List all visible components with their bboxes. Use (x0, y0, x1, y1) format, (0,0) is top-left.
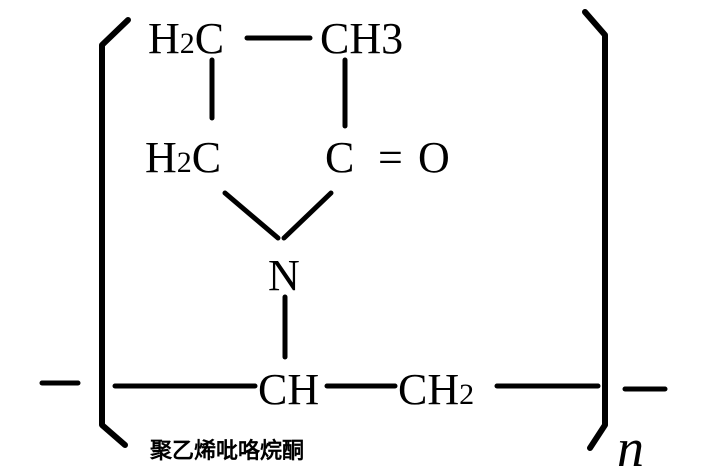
atom-nitrogen: N (268, 251, 300, 300)
atom-backbone-ch: CH (258, 365, 319, 414)
atom-backbone-ch2: CH2 (398, 365, 474, 414)
atom-h2c-left: H2C (145, 133, 221, 182)
bond-ring-lower-left (222, 190, 281, 241)
double-bond-sign: = (378, 133, 403, 182)
atom-carbonyl-c: C (325, 133, 354, 182)
atom-oxygen: O (418, 133, 450, 182)
bond-ring-lower-right (281, 190, 334, 241)
compound-name-caption: 聚乙烯吡咯烷酮 (149, 438, 304, 464)
left-bracket (99, 17, 131, 448)
right-bracket (582, 9, 608, 451)
atom-ch3: CH3 (320, 14, 403, 63)
atom-h2c-top: H2C (148, 14, 224, 63)
repeat-subscript-n: n (617, 418, 644, 473)
